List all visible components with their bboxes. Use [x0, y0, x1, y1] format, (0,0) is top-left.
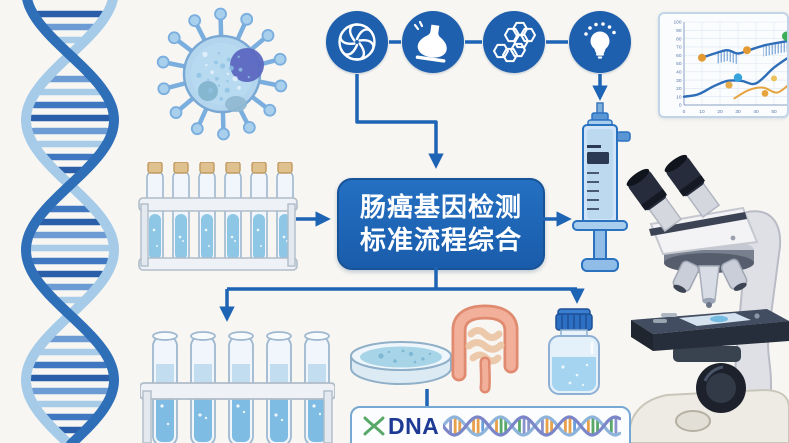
objective-left: [672, 260, 700, 293]
svg-text:70: 70: [676, 45, 682, 51]
culture-specks: [378, 349, 432, 364]
svg-text:0: 0: [679, 103, 682, 109]
connector-icons-to-titlebox: [355, 74, 444, 169]
sample-tube-rack: [138, 162, 298, 271]
intestine-illustration: [451, 304, 519, 394]
dna-result-panel: DNA: [350, 406, 631, 443]
dna-row-1: DNA: [362, 412, 621, 440]
stage-clip: [661, 313, 677, 317]
objective-center: [698, 265, 720, 308]
svg-text:30: 30: [676, 78, 682, 84]
spiral-swirl-icon: [326, 11, 388, 73]
base-button: [675, 410, 711, 432]
stage-side: [631, 320, 653, 351]
focus-knob-inner: [706, 373, 736, 403]
syringe-illustration: [572, 102, 631, 272]
svg-text:20: 20: [717, 109, 723, 115]
spiral-swirl-glyph: [338, 23, 376, 61]
reagent-bottle-illustration: [548, 308, 600, 395]
round-flask-icon: [402, 11, 464, 73]
objective-right: [720, 258, 748, 291]
stage-front: [653, 321, 789, 351]
svg-text:100: 100: [673, 20, 681, 26]
svg-text:90: 90: [676, 28, 682, 34]
lightbulb-icon: [569, 11, 631, 73]
title-box: 肠癌基因检测 标准流程综合: [337, 178, 545, 270]
eyepiece-left: [626, 168, 683, 232]
virus-speckles: [196, 51, 251, 101]
svg-text:20: 20: [676, 86, 682, 92]
trend-chart: 01020304050607080901000102030405060: [673, 20, 787, 115]
dna-cross-icon: [363, 416, 385, 436]
svg-text:80: 80: [676, 36, 682, 42]
round-flask-glyph: [413, 20, 447, 63]
virus-cell-illustration: [156, 7, 288, 141]
head-dot: [730, 235, 736, 241]
title-line-1: 肠癌基因检测: [359, 191, 522, 222]
condenser: [673, 346, 741, 362]
title-line-2: 标准流程综合: [359, 225, 522, 255]
svg-text:30: 30: [735, 109, 741, 115]
dna-helix-illustration: [20, 0, 120, 443]
svg-text:50: 50: [771, 109, 777, 115]
stage-screw: [754, 313, 760, 319]
svg-text:60: 60: [676, 53, 682, 59]
dna-label: DNA: [387, 412, 440, 439]
svg-text:40: 40: [753, 109, 759, 115]
svg-text:10: 10: [699, 109, 705, 115]
petri-dish-illustration: [350, 341, 452, 385]
svg-text:50: 50: [676, 61, 682, 67]
chart-panel: 01020304050607080901000102030405060: [658, 12, 789, 118]
knob-highlight: [703, 365, 724, 382]
svg-text:0: 0: [683, 109, 686, 115]
head-band: [649, 212, 747, 236]
virus-organelle: [198, 81, 218, 101]
svg-text:10: 10: [676, 94, 682, 100]
svg-text:40: 40: [676, 70, 682, 76]
lightbulb-glyph: [584, 22, 616, 59]
molecule-cluster-icon: [483, 11, 545, 73]
virus-spikes: [156, 7, 288, 141]
dna-strand-illustration: [443, 415, 621, 437]
microscope-illustration: [626, 154, 789, 443]
virus-organelle-2: [225, 96, 247, 112]
eyepiece-right: [664, 154, 721, 218]
analysis-tube-rack: [140, 331, 335, 443]
bottle-bubbles: [561, 363, 589, 387]
molecule-cluster-glyph: [493, 21, 536, 63]
stage-clip-2: [653, 319, 667, 323]
specimen: [710, 315, 728, 323]
